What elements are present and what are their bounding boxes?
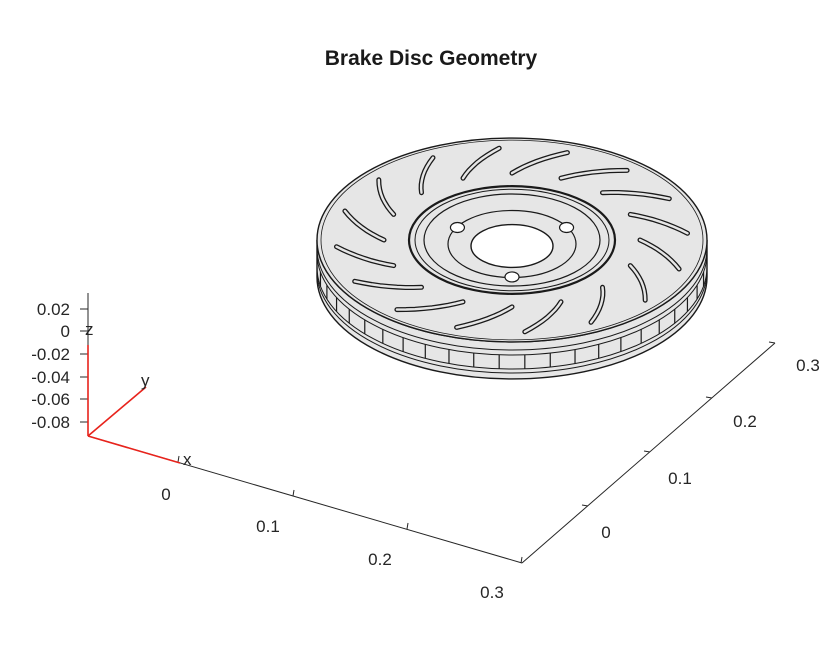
rim-line: [316, 247, 708, 351]
y-tick-label: 0: [601, 523, 610, 542]
x-tick-label: 0.2: [368, 550, 392, 569]
y-tick-label: 0.1: [668, 469, 692, 488]
curved-slot-inner: [343, 209, 386, 242]
curved-slot-inner: [629, 213, 689, 235]
z-tick-label: 0.02: [37, 300, 70, 319]
curved-slot-inner: [395, 300, 465, 311]
curved-slot-inner: [335, 245, 395, 267]
z-tick-label: -0.02: [31, 345, 70, 364]
triad-x-arrow: [87, 435, 181, 464]
z-tick-label: -0.04: [31, 368, 70, 387]
curved-slot-inner: [601, 191, 671, 200]
x-tick-label: 0.1: [256, 517, 280, 536]
triad-y-label: y: [141, 371, 150, 390]
rim-line: [316, 270, 708, 374]
x-tick-label: 0: [161, 485, 170, 504]
coordinate-triad: [87, 345, 181, 464]
centre-bore: [470, 223, 554, 269]
curved-slot-inner: [455, 305, 514, 329]
z-tick-label: -0.08: [31, 413, 70, 432]
plot-title: Brake Disc Geometry: [325, 47, 538, 70]
x-tick-label: 0.3: [480, 583, 504, 602]
curved-slot-inner: [629, 264, 647, 302]
curved-slot-inner: [523, 300, 563, 333]
y-tick-marks: [581, 341, 776, 507]
triad-x-label: x: [183, 450, 192, 469]
mounting-hole: [504, 271, 520, 283]
curved-slot-inner: [461, 147, 501, 180]
disc-top-edge: [320, 139, 704, 341]
z-tick-marks: [80, 308, 88, 423]
curved-slot-inner: [510, 151, 569, 175]
curved-slot-inner: [589, 286, 605, 324]
y-tick-label: 0.2: [733, 412, 757, 431]
z-tick-label: -0.06: [31, 390, 70, 409]
mounting-hole: [449, 221, 466, 234]
curved-slot-inner: [377, 178, 395, 216]
x-tick-marks: [177, 455, 523, 564]
triad-z-label: z: [85, 320, 94, 339]
curved-slot-inner: [353, 280, 423, 289]
brake-disc-model: [316, 137, 708, 380]
rim-line: [316, 266, 708, 370]
rim-line: [316, 252, 708, 356]
hat-outer-ring-inner: [414, 188, 610, 292]
triad-y-arrow: [87, 386, 147, 437]
z-tick-label: 0: [61, 322, 70, 341]
curved-slot-inner: [419, 156, 435, 194]
mounting-hole: [558, 221, 575, 234]
y-tick-label: 0.3: [796, 356, 820, 375]
curved-slot-inner: [638, 238, 681, 271]
curved-slot-inner: [559, 169, 629, 180]
y-axis-line: [521, 342, 776, 564]
